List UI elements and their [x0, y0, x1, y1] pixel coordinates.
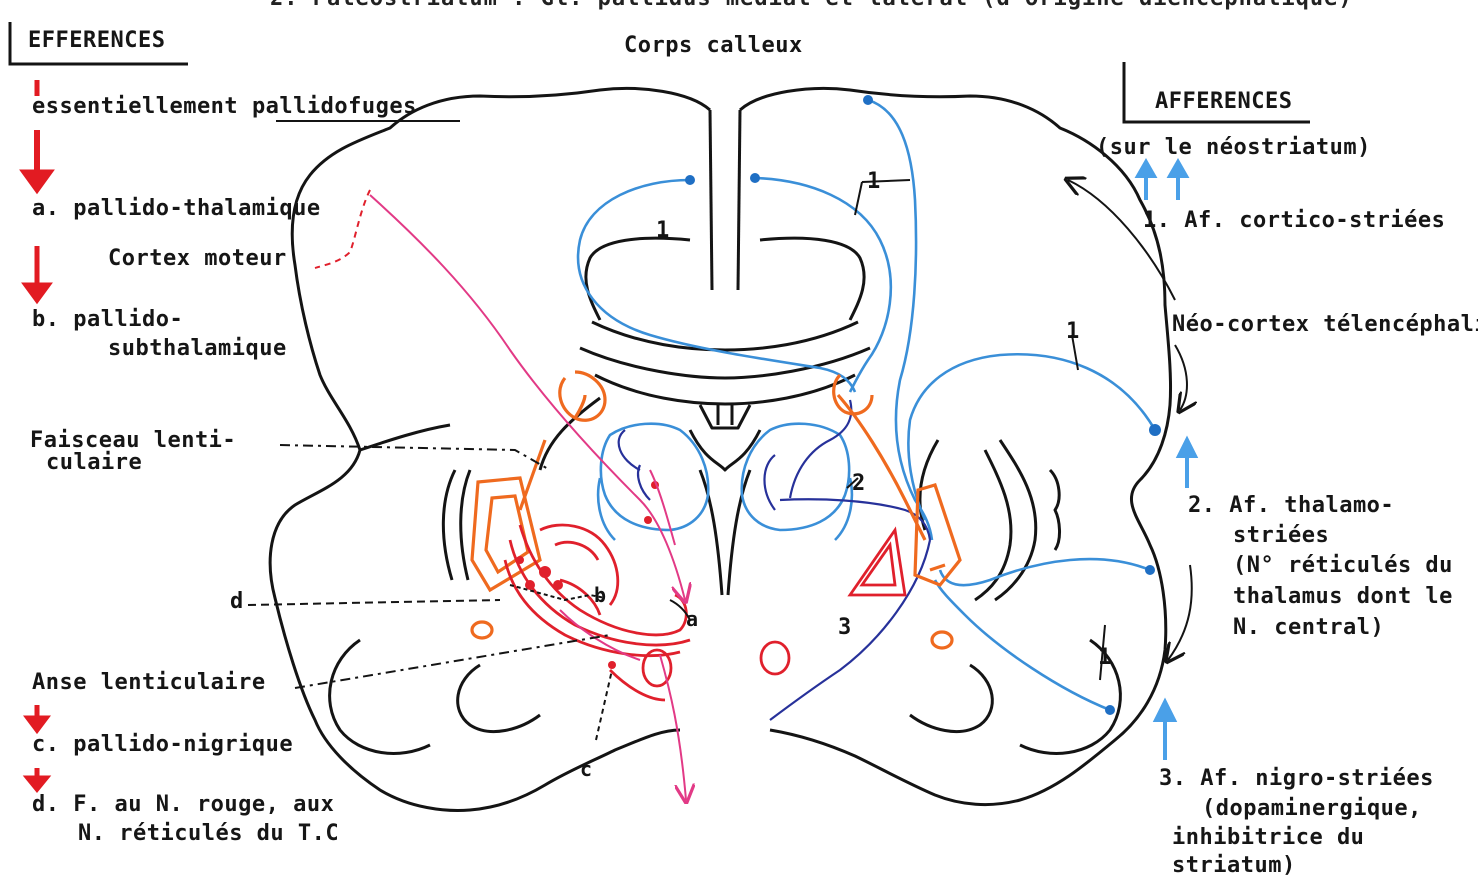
efferences-title: EFFERENCES: [28, 28, 165, 54]
efferent-d-line1: d. F. au N. rouge, aux: [32, 792, 334, 818]
efferent-d-line2: N. réticulés du T.C: [78, 821, 339, 847]
label-d: d: [230, 589, 243, 614]
red-efferent-structures: [505, 525, 905, 700]
afferent-2-line3: (N° réticulés du: [1233, 553, 1478, 579]
brain-outline: [270, 88, 1170, 810]
blue-fibre-endpoints: [685, 95, 1161, 715]
afferences-subtitle: (sur le néostriatum): [1096, 135, 1371, 161]
label-3: 3: [838, 615, 851, 640]
magenta-pathway: [370, 195, 686, 800]
afferent-2-line1: 2. Af. thalamo-: [1188, 493, 1394, 519]
label-1-upper-right: 1: [867, 169, 880, 194]
label-b: b: [594, 583, 606, 607]
efferences-subtitle-underlined: pallidofuges: [252, 94, 417, 119]
afferent-3-line2: (dopaminergique,: [1202, 796, 1422, 822]
label-1-upper-left: 1: [656, 218, 669, 243]
efferent-b-line1: b. pallido-: [32, 307, 183, 333]
afferent-2-line4: thalamus dont le: [1233, 584, 1478, 610]
afferent-2-line5: N. central): [1233, 615, 1384, 641]
afferent-3-line4: striatum): [1172, 853, 1296, 879]
efferences-subtitle: essentiellement pallidofuges: [32, 94, 417, 120]
neocortex-label: Néo-cortex télencéphalique: [1172, 312, 1478, 338]
label-1-lower-right: 1: [1098, 645, 1111, 670]
afferent-3-line1: 3. Af. nigro-striées: [1159, 766, 1434, 792]
neocortex-arrows: [1068, 180, 1192, 660]
efferent-b-line2: subthalamique: [108, 336, 287, 362]
afferent-3-line3: inhibitrice du: [1172, 825, 1364, 851]
cortex-moteur-dashed: [315, 190, 370, 268]
red-dots: [516, 481, 659, 669]
afferent-2-line2: striées: [1233, 523, 1329, 549]
label-a: a: [686, 607, 698, 631]
afferences-title: AFFERENCES: [1155, 89, 1292, 115]
label-c: c: [580, 757, 592, 781]
label-2: 2: [852, 471, 865, 496]
corps-calleux-label: Corps calleux: [624, 33, 803, 59]
efferent-a: a. pallido-thalamique: [32, 196, 321, 222]
faisceau-lenticulaire-line2: culaire: [46, 450, 142, 476]
orange-structures: [472, 372, 960, 648]
leader-lines: [248, 180, 1105, 740]
efferent-c: c. pallido-nigrique: [32, 732, 293, 758]
cortex-moteur-label: Cortex moteur: [108, 246, 287, 272]
anse-lenticulaire: Anse lenticulaire: [32, 670, 266, 696]
afferent-1: 1. Af. cortico-striées: [1143, 208, 1478, 234]
label-1-mid-right: 1: [1066, 319, 1079, 344]
efferences-subtitle-text: essentiellement: [32, 94, 238, 119]
